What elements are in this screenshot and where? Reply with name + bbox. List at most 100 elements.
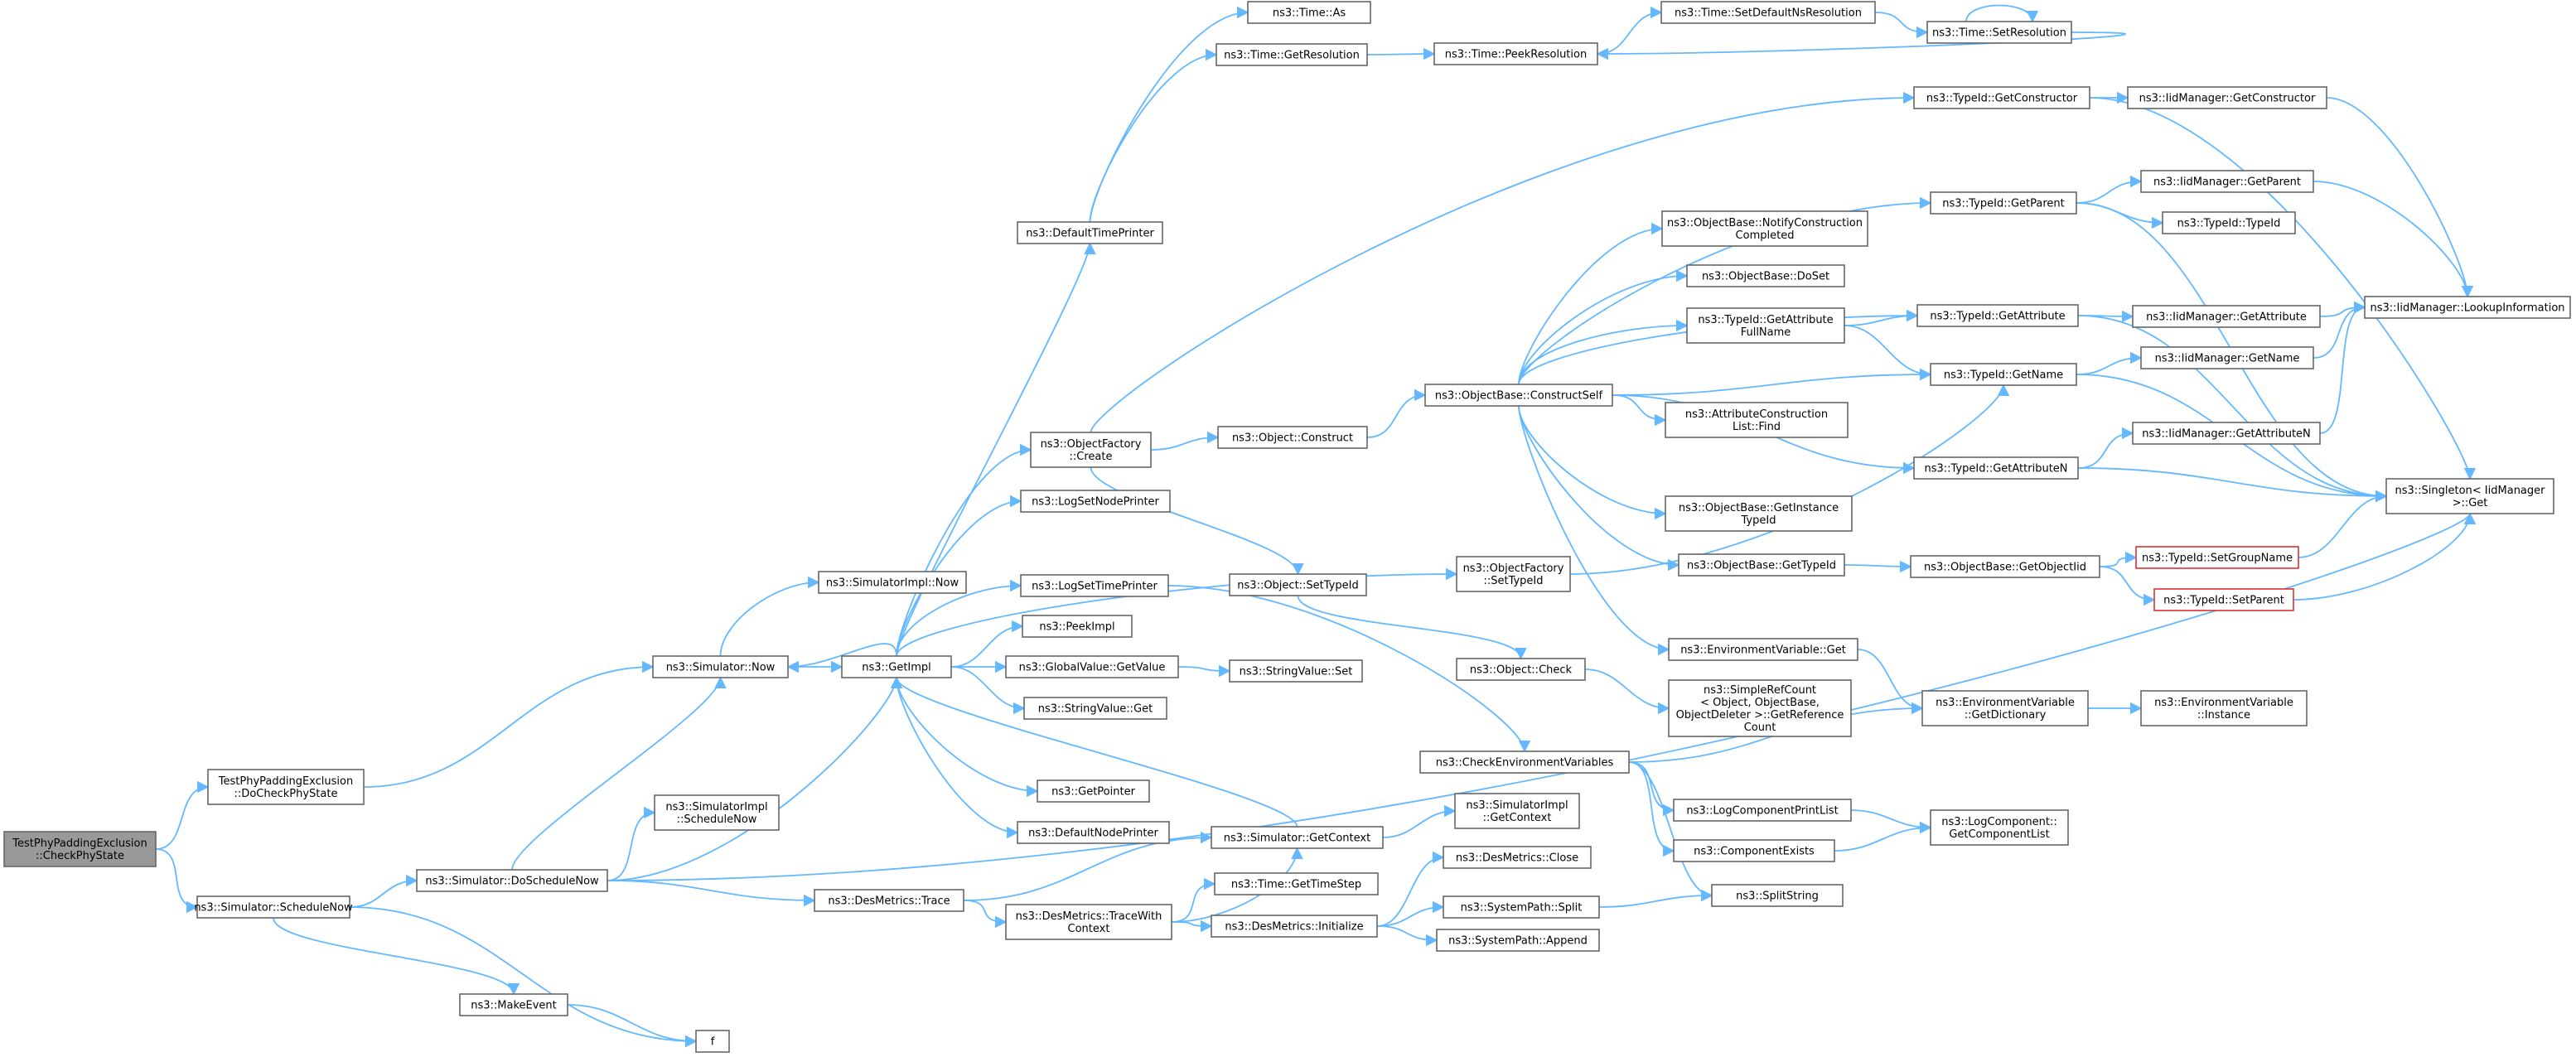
node-logcomponentgetlist[interactable]: ns3::LogComponent::GetComponentList [1930,809,2069,846]
node-typeidgetname[interactable]: ns3::TypeId::GetName [1930,363,2077,386]
node-iidgetparent[interactable]: ns3::IidManager::GetParent [2140,170,2314,193]
node-box [2140,346,2314,369]
node-componentexists[interactable]: ns3::ComponentExists [1673,839,1835,862]
node-typeidgetattributen[interactable]: ns3::TypeId::GetAttributeN [1913,456,2079,480]
node-label: Count [1744,722,1776,734]
node-getpointer[interactable]: ns3::GetPointer [1037,779,1150,803]
node-defaultnodeprinter[interactable]: ns3::DefaultNodePrinter [1017,821,1170,844]
node-iidgetname[interactable]: ns3::IidManager::GetName [2140,346,2314,369]
node-objbasegettypeid[interactable]: ns3::ObjectBase::GetTypeId [1678,553,1845,577]
node-label: ns3::DesMetrics::Trace [828,895,950,908]
node-simnow[interactable]: ns3::Simulator::Now [652,655,789,678]
node-checkphy[interactable]: TestPhyPaddingExclusion::CheckPhyState [3,831,157,867]
node-envvargetdict[interactable]: ns3::EnvironmentVariable::GetDictionary [1921,690,2089,726]
node-destrace[interactable]: ns3::DesMetrics::Trace [814,889,964,912]
node-typeidgetconstructor[interactable]: ns3::TypeId::GetConstructor [1913,86,2090,109]
node-iidgetattribute[interactable]: ns3::IidManager::GetAttribute [2132,305,2321,328]
node-typeidgetparent[interactable]: ns3::TypeId::GetParent [1930,191,2077,215]
node-checkenvvars[interactable]: ns3::CheckEnvironmentVariables [1419,751,1630,774]
node-label: ns3::IidManager::GetName [2155,353,2300,365]
node-makeevent[interactable]: ns3::MakeEvent [459,993,568,1016]
edge-timesetresolution-to-timesetresolution [1965,4,2039,23]
node-desclose[interactable]: ns3::DesMetrics::Close [1443,846,1592,869]
node-simimplschedulenow[interactable]: ns3::SimulatorImpl::ScheduleNow [654,794,780,831]
node-typeidgetattribute[interactable]: ns3::TypeId::GetAttribute [1916,304,2079,327]
node-schedulenow[interactable]: ns3::Simulator::ScheduleNow [194,895,353,919]
node-splitstring[interactable]: ns3::SplitString [1711,884,1844,907]
node-typeidsetgroupname[interactable]: ns3::TypeId::SetGroupName [2135,546,2299,569]
node-objcheck[interactable]: ns3::Object::Check [1456,658,1586,681]
node-iidgetconstructor[interactable]: ns3::IidManager::GetConstructor [2127,86,2327,109]
node-box [1017,221,1163,244]
node-label: ns3::MakeEvent [471,1000,557,1012]
node-label: ns3::TypeId::GetParent [1942,198,2065,210]
node-envvarget[interactable]: ns3::EnvironmentVariable::Get [1668,638,1858,661]
node-logcomponentprintlist[interactable]: ns3::LogComponentPrintList [1673,799,1852,822]
node-logsettimeprinter[interactable]: ns3::LogSetTimePrinter [1020,574,1169,597]
node-label: ns3::DesMetrics::Initialize [1225,921,1363,934]
node-peekimpl[interactable]: ns3::PeekImpl [1022,615,1133,638]
node-box [1211,915,1378,938]
node-timesetdefaultns[interactable]: ns3::Time::SetDefaultNsResolution [1660,1,1876,24]
node-objbaseconstructself[interactable]: ns3::ObjectBase::ConstructSelf [1424,384,1613,407]
node-simplerefcount[interactable]: ns3::SimpleRefCount< Object, ObjectBase,… [1668,679,1852,737]
edge-objbaseconstructself-to-objbasedoset [1518,269,1689,385]
node-simimplgetcontext[interactable]: ns3::SimulatorImpl::GetContext [1454,793,1580,829]
node-box [1665,495,1853,532]
node-timegettimestep[interactable]: ns3::Time::GetTimeStep [1214,872,1379,895]
node-objbasenotify[interactable]: ns3::ObjectBase::NotifyConstructionCompl… [1661,210,1868,247]
node-desinitialize[interactable]: ns3::DesMetrics::Initialize [1211,915,1378,938]
node-box [1433,42,1598,65]
node-objfactorysettypeid[interactable]: ns3::ObjectFactory::SetTypeId [1456,556,1571,592]
edge-objbaseconstructself-to-typeidgetattrfullname [1518,319,1689,385]
node-stringvalueset[interactable]: ns3::StringValue::Set [1229,659,1363,683]
node-objfactorycreate[interactable]: ns3::ObjectFactory::Create [1030,432,1152,468]
node-logsetnodeprinter[interactable]: ns3::LogSetNodePrinter [1020,490,1171,513]
node-box [3,831,157,867]
node-singletonget[interactable]: ns3::Singleton< IidManager>::Get [2385,478,2554,514]
edge-schedulenow-to-makeevent [273,917,520,996]
node-label: ns3::Simulator::Now [666,662,776,674]
node-typeidtypeid[interactable]: ns3::TypeId::TypeId [2162,211,2296,234]
node-timegetresolution[interactable]: ns3::Time::GetResolution [1216,43,1368,66]
node-box [196,895,350,919]
node-docheckphy[interactable]: TestPhyPaddingExclusion::DoCheckPhyState [207,769,365,805]
node-box [1665,402,1849,438]
node-timepeekresolution[interactable]: ns3::Time::PeekResolution [1433,42,1598,65]
node-timesetresolution[interactable]: ns3::Time::SetResolution [1926,21,2072,44]
node-doschedulenow[interactable]: ns3::Simulator::DoScheduleNow [416,869,608,892]
node-stringvalueget[interactable]: ns3::StringValue::Get [1023,697,1167,720]
node-label: ns3::SimulatorImpl [1466,799,1568,812]
node-envvarinstance[interactable]: ns3::EnvironmentVariable::Instance [2140,690,2308,726]
node-globalvalueget[interactable]: ns3::GlobalValue::GetValue [1005,655,1179,678]
node-label: ns3::Time::SetDefaultNsResolution [1675,7,1862,20]
node-getimpl[interactable]: ns3::GetImpl [841,655,952,678]
node-box [814,889,964,912]
node-timeas[interactable]: ns3::Time::As [1247,1,1371,24]
node-iidlookupinfo[interactable]: ns3::IidManager::LookupInformation [2364,296,2571,319]
node-label: ns3::Simulator::GetContext [1224,833,1370,845]
node-objconstruct[interactable]: ns3::Object::Construct [1217,426,1368,449]
node-label: ns3::AttributeConstruction [1685,408,1828,421]
node-label: ns3::Simulator::ScheduleNow [194,902,353,915]
node-label: ns3::StringValue::Get [1038,703,1153,716]
node-objbasegetobjectiid[interactable]: ns3::ObjectBase::GetObjectIid [1910,555,2100,578]
node-objsettypeid[interactable]: ns3::Object::SetTypeId [1229,573,1367,596]
node-simgetcontext[interactable]: ns3::Simulator::GetContext [1211,826,1384,849]
node-simimplnow[interactable]: ns3::SimulatorImpl::Now [818,571,967,594]
node-typeidsetparent[interactable]: ns3::TypeId::SetParent [2153,588,2294,611]
node-f[interactable]: f [695,1030,730,1053]
node-label: ns3::EnvironmentVariable [2154,697,2293,709]
node-syspathsplit[interactable]: ns3::SystemPath::Split [1443,895,1600,919]
node-syspathappend[interactable]: ns3::SystemPath::Append [1436,929,1600,952]
edge-getimpl-to-defaultnodeprinter [896,677,1019,839]
node-defaulttimeprinter[interactable]: ns3::DefaultTimePrinter [1017,221,1163,244]
node-objbasedoset[interactable]: ns3::ObjectBase::DoSet [1686,264,1845,287]
node-box [841,655,952,678]
node-label: ns3::GetPointer [1051,786,1135,799]
node-iidgetattributen[interactable]: ns3::IidManager::GetAttributeN [2132,422,2321,445]
